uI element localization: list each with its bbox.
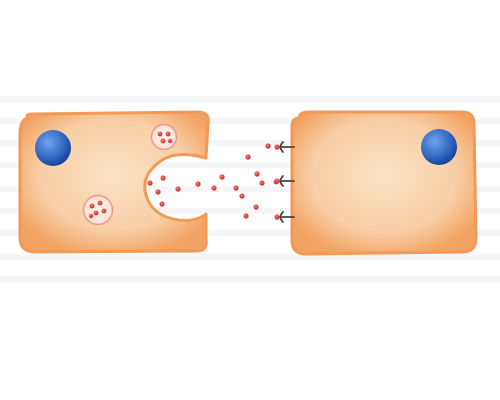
- molecule: [239, 193, 245, 199]
- vesicle-upper: [150, 123, 178, 151]
- background-text-lines: [0, 96, 500, 282]
- molecule: [159, 201, 165, 207]
- molecule: [211, 185, 217, 191]
- receptor: [274, 141, 295, 153]
- molecule: [147, 180, 153, 186]
- receptor: [274, 211, 295, 223]
- molecule: [160, 175, 166, 181]
- molecule: [259, 180, 265, 186]
- molecule: [219, 174, 225, 180]
- molecule: [155, 189, 161, 195]
- secreting-cell: [18, 110, 210, 254]
- nucleus: [421, 129, 457, 165]
- vesicle-lower: [82, 194, 114, 226]
- molecule: [254, 171, 260, 177]
- molecule: [265, 143, 271, 149]
- nucleus: [35, 130, 71, 166]
- molecule: [233, 185, 239, 191]
- target-cell: [290, 110, 478, 256]
- receptor: [274, 175, 295, 187]
- molecule: [243, 213, 249, 219]
- molecule: [245, 154, 251, 160]
- molecule: [253, 204, 259, 210]
- membrane-receptors: [274, 141, 295, 223]
- molecule: [175, 186, 181, 192]
- molecule: [195, 181, 201, 187]
- signal-molecules: [147, 143, 279, 219]
